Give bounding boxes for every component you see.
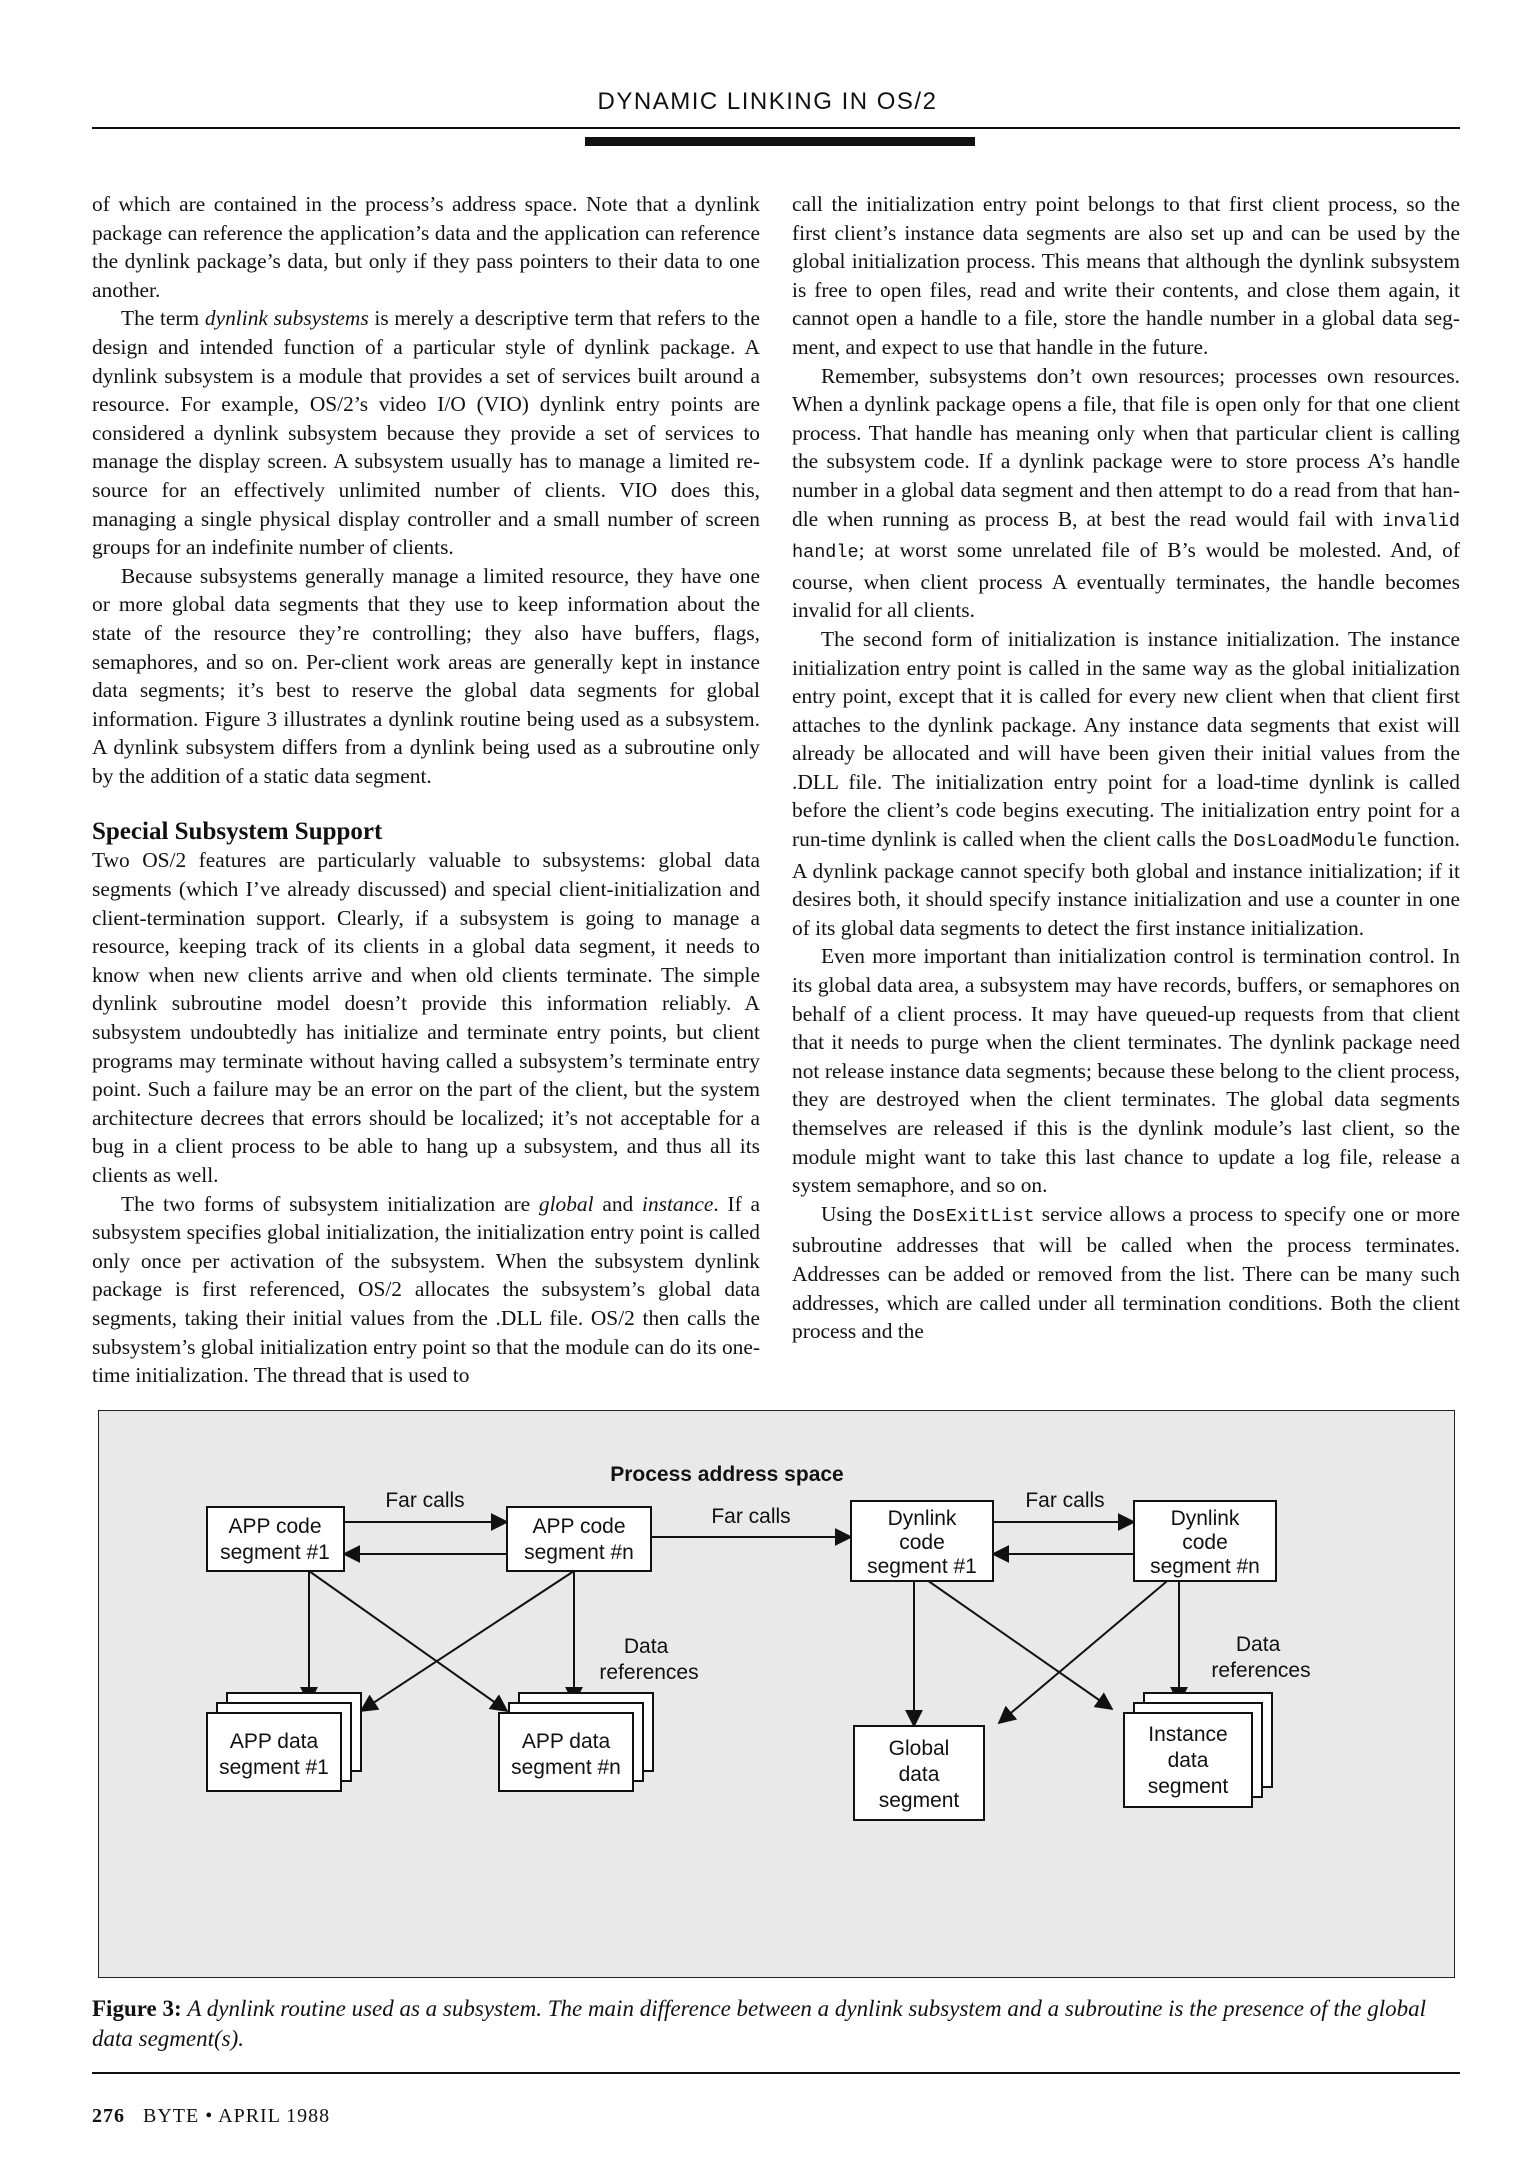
dynlink-code-segment-1: Dynlink code segment #1: [850, 1500, 994, 1582]
svg-text:segment #n: segment #n: [1150, 1555, 1260, 1578]
paragraph: The two forms of subsystem initializatio…: [92, 1191, 760, 1388]
emphasis: dynlink subsystems: [204, 306, 369, 331]
paragraph: Remember, subsystems don’t own resources…: [792, 363, 1460, 623]
paragraph: Using the DosExitList service allows a p…: [792, 1201, 1460, 1344]
figure-caption: Figure 3: A dynlink routine used as a su…: [92, 1994, 1452, 2054]
footer: 276 BYTE • APRIL 1988: [92, 2105, 331, 2127]
svg-text:code: code: [899, 1531, 945, 1554]
arrow-dynn-to-global: [997, 1570, 1180, 1725]
emphasis: instance: [642, 1191, 714, 1216]
app-data-segment-n-label: segment #n: [511, 1756, 621, 1779]
app-data-segment-1-stack: [206, 1692, 362, 1792]
svg-text:segment #n: segment #n: [524, 1541, 634, 1564]
paragraph: Even more important than initialization …: [792, 944, 1460, 1198]
paragraph: The term dynlink subsystems is merely a …: [92, 306, 760, 560]
code-text: DosExitList: [912, 1205, 1035, 1227]
caption-label: Figure 3:: [92, 1996, 182, 2021]
emphasis: global: [538, 1191, 594, 1216]
label-far-calls: Far calls: [1025, 1489, 1104, 1512]
label-data-references: Data references: [1211, 1633, 1310, 1682]
footer-rule: [92, 2072, 1460, 2074]
code-text: DosLoadModule: [1233, 831, 1378, 853]
magazine-name: BYTE: [143, 2105, 200, 2127]
paragraph: of which are contained in the process’s …: [92, 192, 760, 302]
arrow-app1-to-datan: [308, 1570, 509, 1713]
app-data-segment-n-label: APP data: [522, 1730, 611, 1753]
svg-text:segment: segment: [879, 1789, 960, 1812]
instance-data-segment-label: segment: [1148, 1775, 1229, 1798]
svg-text:data: data: [899, 1763, 940, 1786]
app-data-segment-1-label: segment #1: [219, 1756, 329, 1779]
running-head: DYNAMIC LINKING IN OS/2: [597, 88, 938, 115]
app-code-segment-1: APP code segment #1: [206, 1506, 345, 1572]
paragraph: call the initialization entry point belo…: [792, 192, 1460, 359]
caption-text: A dynlink routine used as a subsystem. T…: [92, 1996, 1427, 2051]
dynlink-code-segment-n: Dynlink code segment #n: [1133, 1500, 1277, 1582]
paragraph: The second form of initialization is ins…: [792, 626, 1460, 940]
code-text: invalid handle: [792, 510, 1460, 564]
label-data-references: Data references: [599, 1635, 698, 1684]
arrows: [300, 1513, 1188, 1728]
instance-data-segment-label: data: [1168, 1749, 1209, 1772]
left-column: of which are contained in the process’s …: [92, 190, 760, 1390]
svg-text:segment #1: segment #1: [867, 1555, 977, 1578]
svg-text:APP code: APP code: [228, 1515, 321, 1538]
label-far-calls: Far calls: [385, 1489, 464, 1512]
label-far-calls: Far calls: [711, 1505, 790, 1528]
header-bar: [585, 137, 975, 146]
global-data-segment: Global data segment: [853, 1725, 985, 1821]
paragraph: Because subsystems generally manage a li…: [92, 563, 760, 788]
app-data-segment-n-stack: [498, 1692, 654, 1792]
svg-text:segment #1: segment #1: [220, 1541, 330, 1564]
issue-date: APRIL 1988: [218, 2105, 331, 2127]
figure-3: Process address space Far calls Far call…: [98, 1410, 1455, 1978]
diagram-title: Process address space: [610, 1463, 843, 1486]
page-number: 276: [92, 2105, 125, 2127]
svg-text:code: code: [1182, 1531, 1228, 1554]
arrow-appn-to-data1: [359, 1570, 575, 1712]
right-column: call the initialization entry point belo…: [792, 190, 1460, 1346]
svg-text:Dynlink: Dynlink: [1171, 1507, 1240, 1530]
svg-text:APP code: APP code: [532, 1515, 625, 1538]
app-code-segment-n: APP code segment #n: [506, 1506, 652, 1572]
app-data-segment-1-label: APP data: [230, 1730, 319, 1753]
instance-data-segment-stack: [1123, 1692, 1273, 1808]
instance-data-segment-label: Instance: [1148, 1723, 1227, 1746]
header-rule: [92, 127, 1460, 129]
section-heading: Special Subsystem Support: [92, 818, 383, 846]
subsystem-diagram: Process address space Far calls Far call…: [206, 1463, 1311, 1821]
svg-text:Dynlink: Dynlink: [888, 1507, 957, 1530]
arrow-dyn1-to-instance: [913, 1570, 1114, 1711]
paragraph: Two OS/2 features are particularly valua…: [92, 848, 760, 1187]
svg-text:Global: Global: [889, 1737, 950, 1760]
